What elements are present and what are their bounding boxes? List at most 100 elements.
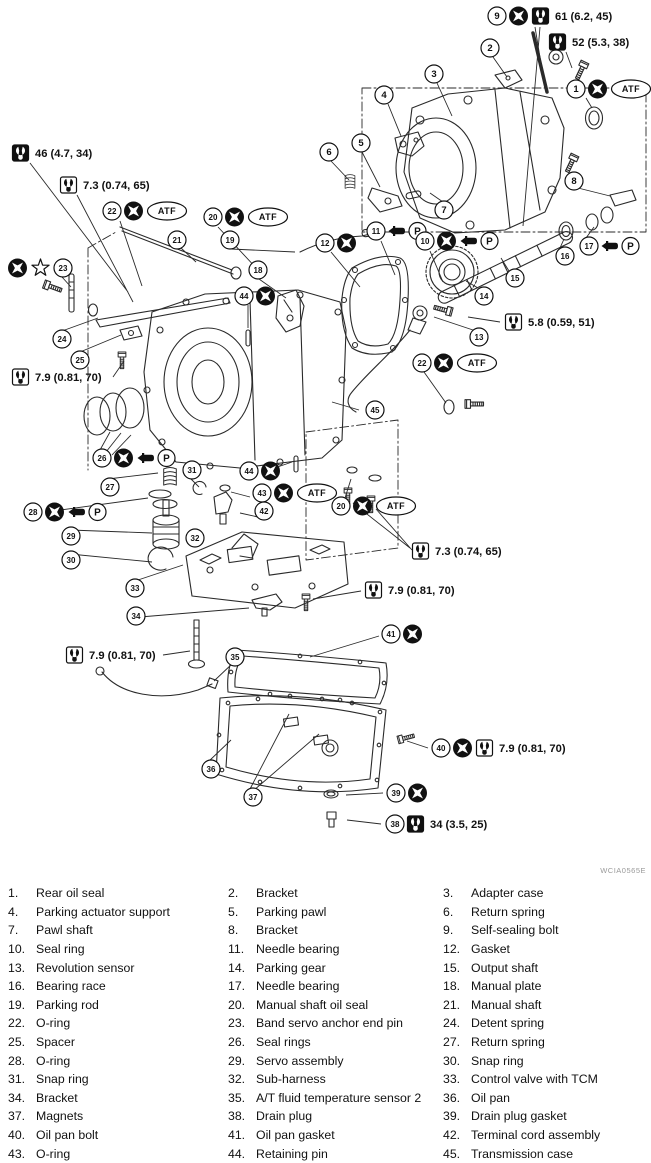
part-number-bubble: 23: [53, 258, 73, 278]
transmission-case-art: [143, 289, 347, 470]
part-number-bubble: 15: [505, 268, 525, 288]
part-number-bubble: 22: [412, 353, 432, 373]
part-number-bubble: 10: [415, 231, 435, 251]
torque-spec-text: 7.9 (0.81, 70): [89, 650, 156, 662]
part-number: 27.: [443, 1035, 461, 1050]
atf-label: ATF: [610, 79, 651, 99]
part-name: Manual shaft oil seal: [256, 997, 369, 1012]
svg-text:30: 30: [67, 556, 76, 565]
part-name: Drain plug: [256, 1109, 313, 1124]
callout-44-retaining-pin-b: 44: [239, 461, 280, 481]
svg-text:34: 34: [132, 612, 141, 621]
callout-21-manual-shaft: 21: [167, 230, 187, 250]
parts-list-item: 38.Drain plug: [228, 1109, 443, 1123]
part-number-bubble: 3: [424, 64, 444, 84]
parts-list-item: 34.Bracket: [8, 1091, 228, 1105]
part-number-bubble: 27: [100, 477, 120, 497]
part-name: Bracket: [256, 923, 298, 938]
svg-text:19: 19: [226, 236, 235, 245]
svg-text:16: 16: [561, 252, 570, 261]
servo-assembly-art: [152, 499, 180, 550]
part-name: Return spring: [471, 904, 545, 919]
part-number-bubble: 20: [203, 207, 223, 227]
parts-list-item: 18.Manual plate: [443, 979, 651, 993]
part-name: Needle bearing: [256, 942, 340, 957]
torque-wrench-icon-outline: [411, 542, 430, 560]
parts-list-item: 11.Needle bearing: [228, 942, 443, 956]
callout-torque-7.9-b: 7.9 (0.81, 70): [364, 581, 455, 599]
callout-32-sub-harness: 32: [185, 528, 205, 548]
svg-text:P: P: [94, 508, 101, 519]
part-name: Parking pawl: [256, 904, 327, 919]
replace-x-icon: [408, 783, 427, 803]
part-number: 9.: [443, 923, 454, 938]
part-number-bubble: 19: [220, 230, 240, 250]
callout-torque-5.8: 5.8 (0.59, 51): [504, 313, 595, 331]
part-number-bubble: 18: [248, 260, 268, 280]
part-name: Parking actuator support: [36, 904, 170, 919]
manual-plate-art: [275, 289, 305, 333]
part-number: 2.: [228, 886, 239, 901]
svg-text:27: 27: [106, 483, 115, 492]
part-number-bubble: 31: [182, 460, 202, 480]
replace-x-icon: [509, 6, 528, 26]
callout-45-transmission-case: 45: [365, 400, 385, 420]
svg-text:11: 11: [372, 227, 381, 236]
p-symbol: P: [480, 231, 499, 251]
parts-list-item: 24.Detent spring: [443, 1016, 651, 1030]
parts-list-item: 2.Bracket: [228, 886, 443, 900]
part-number: 1.: [8, 886, 19, 901]
drain-plug-gasket-art: [323, 789, 339, 799]
callout-44-retaining-pin-a: 44: [234, 286, 275, 306]
part-number-bubble: 37: [243, 787, 263, 807]
oil-pan-gasket-art: [227, 649, 388, 705]
svg-text:22: 22: [108, 207, 117, 216]
part-number: 16.: [8, 979, 26, 994]
svg-text:37: 37: [249, 793, 258, 802]
replace-x-icon: [403, 624, 422, 644]
part-number-bubble: 39: [386, 783, 406, 803]
replace-x-icon: [8, 258, 27, 278]
parts-list-item: 33.Control valve with TCM: [443, 1072, 651, 1086]
snap-ring-30-art: [147, 546, 174, 571]
torque-spec-text: 46 (4.7, 34): [35, 148, 92, 160]
petroleum-jelly-tube-icon: [137, 453, 154, 463]
svg-text:9: 9: [494, 11, 499, 22]
part-number-bubble: 9: [487, 6, 507, 26]
callout-2-bracket: 2: [480, 38, 500, 58]
parts-list-item: 29.Servo assembly: [228, 1054, 443, 1068]
bracket-8-art: [609, 189, 637, 207]
svg-text:5: 5: [358, 138, 364, 149]
part-number: 15.: [443, 960, 461, 975]
part-number-bubble: 20: [331, 496, 351, 516]
part-number-bubble: 21: [167, 230, 187, 250]
part-name: Bracket: [36, 1090, 78, 1105]
atf-label: ATF: [456, 353, 498, 373]
part-number: 44.: [228, 1146, 246, 1161]
part-number: 43.: [8, 1146, 26, 1161]
bracket-2-art: [494, 69, 523, 89]
svg-text:7: 7: [441, 205, 446, 216]
part-number: 31.: [8, 1072, 26, 1087]
oring-22-art: [87, 303, 99, 317]
parts-list-item: 4.Parking actuator support: [8, 905, 228, 919]
oil-pan-bolt-art: [396, 731, 416, 745]
torque-wrench-icon-outline: [65, 646, 84, 664]
parts-list-item: 43.O-ring: [8, 1147, 228, 1161]
callout-5-parking-pawl: 5: [351, 133, 371, 153]
part-number-bubble: 45: [365, 400, 385, 420]
part-number-bubble: 29: [61, 526, 81, 546]
part-number-bubble: 4: [374, 85, 394, 105]
part-number: 24.: [443, 1016, 461, 1031]
part-name: O-ring: [36, 1053, 71, 1068]
callout-22-oring-b: 22 ATF: [412, 353, 498, 373]
part-name: Oil pan: [471, 1090, 510, 1105]
callout-13-revolution-sensor: 13: [469, 327, 489, 347]
svg-text:45: 45: [371, 406, 380, 415]
svg-text:P: P: [414, 227, 421, 238]
callout-25-spacer: 25: [70, 350, 90, 370]
parts-list-item: 41.Oil pan gasket: [228, 1128, 443, 1142]
